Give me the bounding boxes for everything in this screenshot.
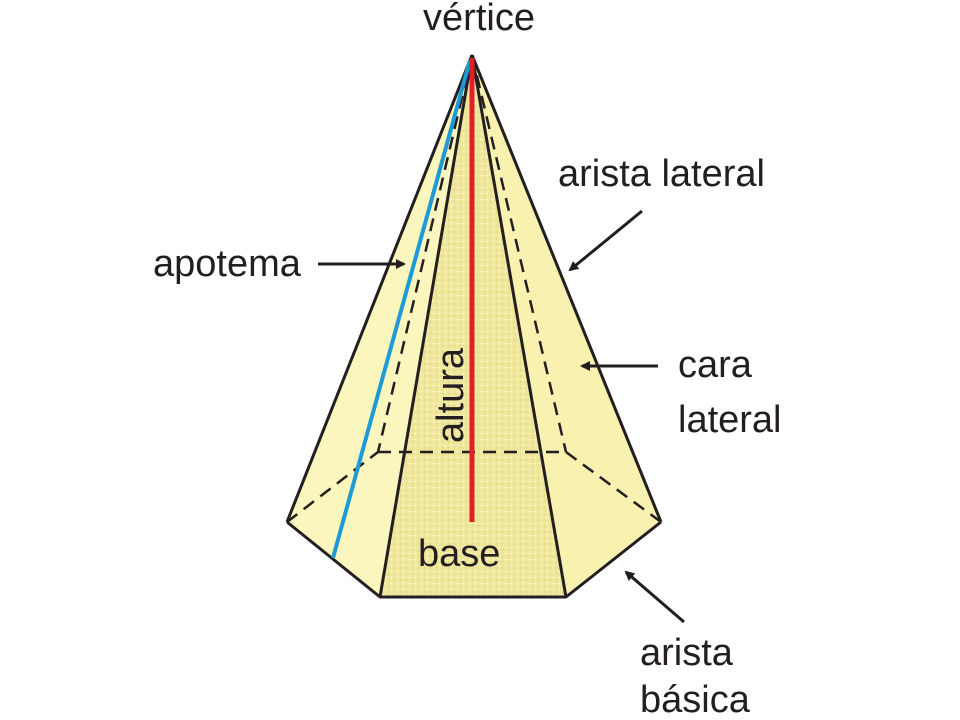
lateral-edge-front-right	[470, 54, 568, 598]
base-label: base	[418, 533, 500, 575]
lateral-edge-right	[470, 54, 663, 523]
lateral-edge-left	[285, 54, 474, 523]
lateral-face-label-line2: lateral	[678, 399, 782, 441]
base-edge-label-line1: arista	[640, 632, 734, 674]
height-label: altura	[430, 347, 472, 443]
lateral-face-left	[287, 55, 472, 597]
hidden-lateral-edge-2	[470, 54, 568, 453]
apothem-label: apotema	[153, 243, 302, 285]
base-edge-label-line2: básica	[640, 679, 751, 720]
base-edges-visible	[286, 520, 662, 599]
lateral-edge-front-left	[378, 54, 474, 598]
lateral-face-label-line1: cara	[678, 344, 753, 386]
hidden-lateral-edge-1	[376, 54, 474, 453]
lateral-edge-label: arista lateral	[558, 153, 765, 195]
apothem-line	[331, 59, 472, 559]
vertex-label: vértice	[423, 0, 535, 39]
hidden-base-edge-1	[286, 451, 379, 523]
base-edge-arrow	[624, 570, 685, 624]
lateral-face-right	[472, 55, 661, 597]
lateral-edge-arrow	[568, 209, 643, 272]
